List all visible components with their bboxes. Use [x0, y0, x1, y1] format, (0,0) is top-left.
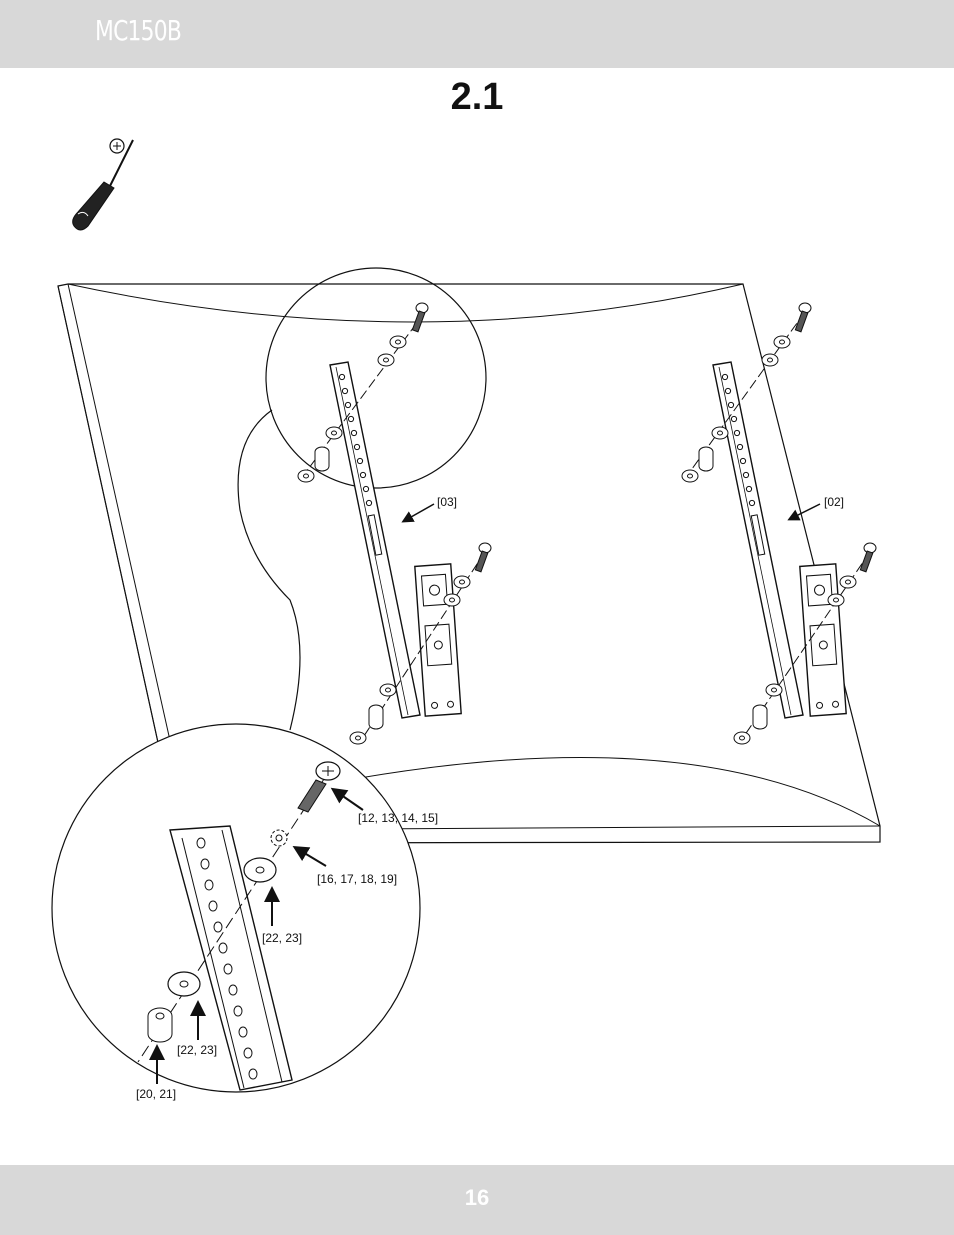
page-footer: 16 [0, 1165, 954, 1235]
model-title: MC150B [95, 14, 182, 47]
bracket-left-assembly [297, 302, 492, 745]
detail-circle-bottom [51, 723, 421, 1093]
phillips-screwdriver-icon [72, 138, 134, 231]
bracket-right-assembly [681, 302, 877, 745]
page-number: 16 [464, 1185, 490, 1210]
arrow-bracket-left [401, 503, 435, 523]
callout-washer-upper: [22, 23] [262, 931, 302, 945]
callout-screw: [12, 13, 14, 15] [358, 811, 438, 825]
arrow-screw [330, 787, 364, 811]
callout-bracket-right: [02] [824, 495, 844, 509]
arrow-bracket-right [787, 503, 821, 521]
detail-circle-top [265, 267, 487, 489]
callout-spacer: [20, 21] [136, 1087, 176, 1101]
page-header: MC150B [0, 0, 954, 68]
callout-washer-lower: [22, 23] [177, 1043, 217, 1057]
arrow-lock-washer [292, 845, 327, 867]
step-number: 2.1 [450, 76, 504, 118]
callout-bracket-left: [03] [437, 495, 457, 509]
callout-lock-washer: [16, 17, 18, 19] [317, 872, 397, 886]
